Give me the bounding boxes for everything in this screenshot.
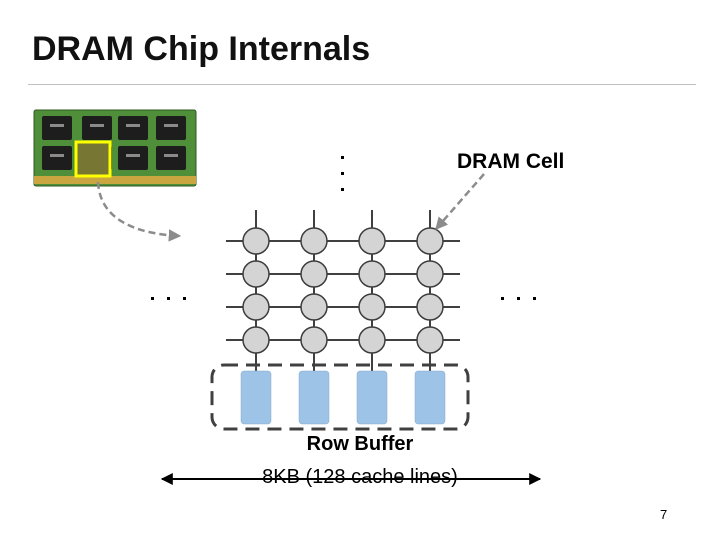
dram-cell [416, 293, 444, 321]
row-buffer-size-label: 8KB (128 cache lines) [262, 466, 458, 488]
page-number: 7 [660, 507, 668, 522]
row-buffer-label: Row Buffer [306, 433, 414, 455]
dram-cell [416, 326, 444, 354]
memory-module-image [33, 109, 197, 187]
dram-cell [242, 326, 270, 354]
dram-cell [242, 293, 270, 321]
right-ellipsis [501, 297, 536, 300]
cell-array [242, 227, 444, 354]
row-buffer-cell [356, 370, 388, 425]
slide-title: DRAM Chip Internals [32, 30, 371, 68]
dram-cell [300, 260, 328, 288]
dram-cell [416, 227, 444, 255]
row-buffer-cell [298, 370, 330, 425]
row-buffer-cell [240, 370, 272, 425]
dram-cell [358, 326, 386, 354]
title-divider [28, 84, 696, 85]
cell-pointer-arrow [435, 173, 485, 230]
row-buffer-cell [414, 370, 446, 425]
dram-cell-label: DRAM Cell [457, 150, 565, 173]
dram-cell [416, 260, 444, 288]
dram-cell [358, 227, 386, 255]
dram-cell [358, 293, 386, 321]
zoom-arrow [96, 181, 182, 242]
row-buffer [240, 370, 446, 425]
vertical-ellipsis [341, 156, 344, 191]
dram-cell [300, 293, 328, 321]
dram-cell [300, 227, 328, 255]
dram-cell [300, 326, 328, 354]
left-ellipsis [151, 297, 186, 300]
dram-cell [358, 260, 386, 288]
dram-cell [242, 260, 270, 288]
dram-cell [242, 227, 270, 255]
row-buffer-outline [210, 363, 470, 431]
